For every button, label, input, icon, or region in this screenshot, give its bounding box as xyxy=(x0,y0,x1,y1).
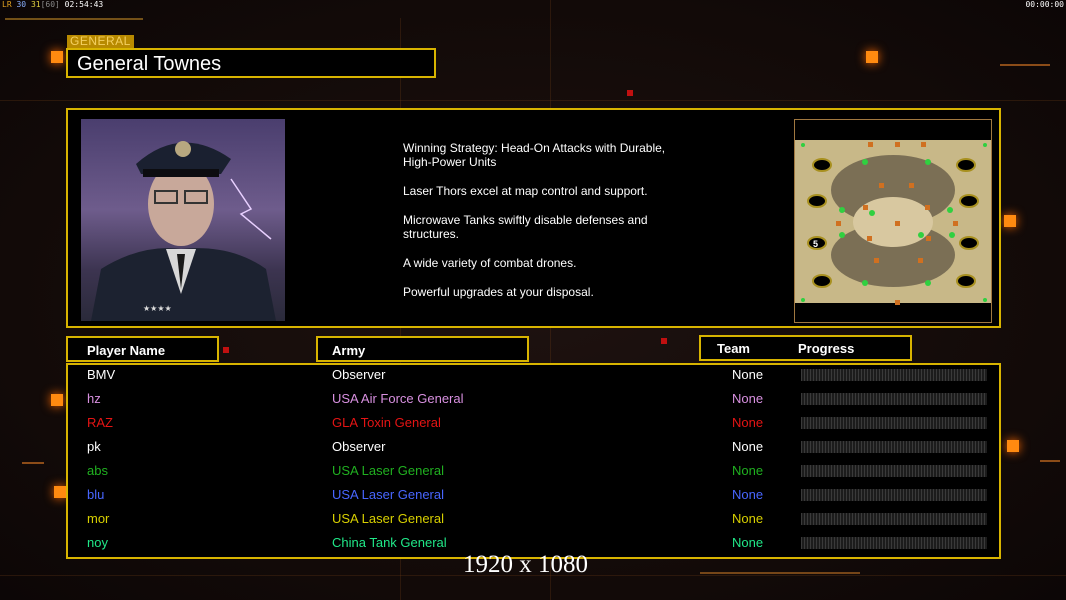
map-preview[interactable]: 5 xyxy=(794,119,992,323)
progress-bar xyxy=(801,465,987,477)
player-row: hz USA Air Force General None xyxy=(68,389,999,413)
deco-square xyxy=(51,51,63,63)
general-description: Winning Strategy: Head-On Attacks with D… xyxy=(403,141,703,314)
description-line: Winning Strategy: Head-On Attacks with D… xyxy=(403,141,666,169)
player-name: pk xyxy=(87,439,101,454)
player-team[interactable]: None xyxy=(732,463,764,478)
player-name: noy xyxy=(87,535,108,550)
deco-square xyxy=(866,51,878,63)
header-player-name: Player Name xyxy=(66,336,219,362)
description-line: Laser Thors excel at map control and sup… xyxy=(403,184,648,198)
player-army[interactable]: GLA Toxin General xyxy=(332,415,441,430)
deco-line xyxy=(22,462,44,464)
player-team[interactable]: None xyxy=(732,415,764,430)
fps-counter: LR 30 31[60] 02:54:43 xyxy=(2,0,104,9)
player-row: BMV Observer None xyxy=(68,365,999,389)
deco-square xyxy=(627,90,633,96)
description-line: Powerful upgrades at your disposal. xyxy=(403,285,594,299)
player-team[interactable]: None xyxy=(732,535,764,550)
player-row: pk Observer None xyxy=(68,437,999,461)
progress-bar xyxy=(801,513,987,525)
player-row: RAZ GLA Toxin General None xyxy=(68,413,999,437)
player-army[interactable]: Observer xyxy=(332,439,386,454)
players-table: BMV Observer None hz USA Air Force Gener… xyxy=(66,363,1001,559)
player-team[interactable]: None xyxy=(732,367,764,382)
svg-text:★★★★: ★★★★ xyxy=(143,304,172,313)
player-army[interactable]: USA Air Force General xyxy=(332,391,464,406)
general-name: General Townes xyxy=(77,53,222,75)
player-team[interactable]: None xyxy=(732,511,764,526)
progress-bar xyxy=(801,417,987,429)
general-info-panel: ★★★★ Winning Strategy: Head-On Attacks w… xyxy=(66,108,1001,328)
progress-bar xyxy=(801,393,987,405)
player-army[interactable]: China Tank General xyxy=(332,535,447,550)
game-clock: 00:00:00 xyxy=(1025,0,1064,9)
header-army: Army xyxy=(316,336,529,362)
progress-bar xyxy=(801,537,987,549)
deco-line xyxy=(1040,460,1060,462)
deco-line xyxy=(0,575,1066,576)
deco-line xyxy=(5,18,143,20)
player-row: noy China Tank General None xyxy=(68,533,999,557)
player-name: hz xyxy=(87,391,101,406)
general-portrait: ★★★★ xyxy=(81,119,285,321)
player-row: abs USA Laser General None xyxy=(68,461,999,485)
player-army[interactable]: USA Laser General xyxy=(332,487,445,502)
progress-bar xyxy=(801,489,987,501)
deco-line xyxy=(700,572,860,574)
deco-line xyxy=(0,100,1066,101)
player-team[interactable]: None xyxy=(732,391,764,406)
progress-bar xyxy=(801,369,987,381)
general-tag: GENERAL xyxy=(67,35,134,48)
player-name: blu xyxy=(87,487,105,502)
player-army[interactable]: USA Laser General xyxy=(332,463,445,478)
progress-bar xyxy=(801,441,987,453)
player-team[interactable]: None xyxy=(732,487,764,502)
deco-square xyxy=(661,338,667,344)
player-name: mor xyxy=(87,511,110,526)
player-army[interactable]: USA Laser General xyxy=(332,511,445,526)
deco-square xyxy=(1004,215,1016,227)
player-name: RAZ xyxy=(87,415,113,430)
description-line: Microwave Tanks swiftly disable defenses… xyxy=(403,213,648,241)
description-line: A wide variety of combat drones. xyxy=(403,256,577,270)
deco-square xyxy=(51,394,63,406)
player-team[interactable]: None xyxy=(732,439,764,454)
player-row: mor USA Laser General None xyxy=(68,509,999,533)
deco-square xyxy=(223,347,229,353)
deco-square xyxy=(1007,440,1019,452)
player-name: BMV xyxy=(87,367,116,382)
player-army[interactable]: Observer xyxy=(332,367,386,382)
deco-line xyxy=(1000,64,1050,66)
resolution-label: 1920 x 1080 xyxy=(463,551,588,578)
player-row: blu USA Laser General None xyxy=(68,485,999,509)
player-name: abs xyxy=(87,463,108,478)
general-title-box: General Townes xyxy=(66,48,436,78)
deco-square xyxy=(54,486,66,498)
map-start-position-label: 5 xyxy=(813,239,818,249)
